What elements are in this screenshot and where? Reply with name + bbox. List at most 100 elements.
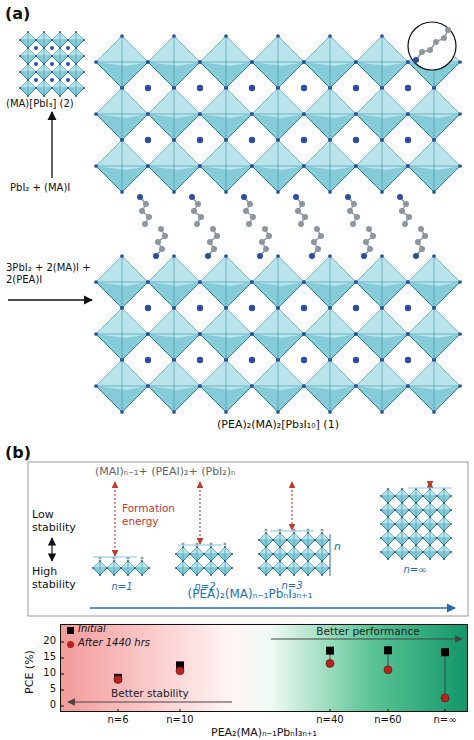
octahedron xyxy=(436,488,452,504)
octahedron xyxy=(67,31,85,49)
octahedron xyxy=(422,544,438,560)
atom xyxy=(137,194,143,200)
iodide-atom xyxy=(380,86,384,90)
iodide-atom xyxy=(321,546,323,548)
panel-text: n=1 xyxy=(111,581,132,593)
octahedron-edge xyxy=(356,114,408,115)
iodide-atom xyxy=(67,71,69,73)
iodide-atom xyxy=(302,332,306,336)
atom xyxy=(299,201,305,207)
iodide-atom xyxy=(217,553,219,555)
octahedron-edge xyxy=(52,40,68,41)
reaction-arrow xyxy=(8,299,92,300)
octahedron xyxy=(51,31,69,49)
iodide-atom xyxy=(300,567,302,569)
octahedron-face xyxy=(20,64,36,80)
atom xyxy=(353,137,359,143)
atom xyxy=(366,226,372,232)
atom xyxy=(301,305,307,311)
iodide-atom xyxy=(328,86,332,90)
octahedron-edge xyxy=(200,166,252,167)
iodide-atom xyxy=(380,190,384,194)
iodide-atom xyxy=(35,55,37,57)
inset-circle xyxy=(408,22,456,70)
iodide-atom xyxy=(406,384,410,388)
octahedron-face xyxy=(52,48,68,64)
iodide-atom xyxy=(172,306,176,310)
octahedron xyxy=(35,47,53,65)
iodide-atom xyxy=(59,95,61,97)
iodide-atom xyxy=(272,553,274,555)
octahedron-face xyxy=(315,547,329,561)
iodide-atom xyxy=(458,280,462,284)
octahedron xyxy=(189,560,205,576)
octahedron xyxy=(422,502,438,518)
iodide-atom xyxy=(196,574,198,576)
octahedron-edge xyxy=(381,552,395,553)
iodide-atom xyxy=(146,384,150,388)
iodide-atom xyxy=(203,567,205,569)
iodide-atom xyxy=(387,502,389,504)
octahedron xyxy=(406,254,462,310)
iodide-atom xyxy=(328,34,332,38)
octahedron xyxy=(250,306,306,362)
octahedron xyxy=(175,546,191,562)
octahedron-face xyxy=(409,531,423,545)
iodide-atom xyxy=(286,553,288,555)
octahedron-face xyxy=(437,517,451,531)
octahedron-edge xyxy=(409,552,423,553)
atom xyxy=(34,46,38,50)
iodide-atom xyxy=(198,280,202,284)
octahedron-face xyxy=(121,561,135,575)
octahedron xyxy=(258,532,274,548)
iodide-atom xyxy=(272,553,274,555)
iodide-atom xyxy=(172,138,176,142)
trend-arrow xyxy=(68,701,232,702)
iodide-atom xyxy=(217,567,219,569)
atom xyxy=(301,137,307,143)
octahedron-edge xyxy=(304,282,356,283)
octahedron-edge xyxy=(381,496,395,497)
label: (MA)[PbI₃] (2) xyxy=(6,98,74,110)
iodide-atom xyxy=(401,530,403,532)
atom xyxy=(246,221,252,227)
iodide-atom xyxy=(415,544,417,546)
iodide-atom xyxy=(250,332,254,336)
octahedron xyxy=(35,31,53,49)
atom xyxy=(309,253,315,259)
atom xyxy=(405,85,411,91)
reaction-arrow xyxy=(51,112,52,178)
octahedron-edge xyxy=(408,114,460,115)
octahedron-edge xyxy=(93,568,107,569)
panel-text: n=∞ xyxy=(403,564,426,576)
atom xyxy=(241,194,247,200)
octahedron xyxy=(422,516,438,532)
iodide-atom xyxy=(198,164,202,168)
iodide-atom xyxy=(35,71,37,73)
iodide-atom xyxy=(59,47,61,49)
iodide-atom xyxy=(354,112,358,116)
octahedron-face xyxy=(36,32,52,48)
iodide-atom xyxy=(422,523,424,525)
octahedron xyxy=(302,138,358,194)
bracket xyxy=(330,534,331,576)
atom xyxy=(249,85,255,91)
iodide-atom xyxy=(406,280,410,284)
iodide-atom xyxy=(387,544,389,546)
iodide-atom xyxy=(328,306,332,310)
octahedron xyxy=(19,63,37,81)
octahedron-edge xyxy=(259,540,273,541)
octahedron xyxy=(406,138,462,194)
iodide-atom xyxy=(408,537,410,539)
iodide-atom xyxy=(286,539,288,541)
trend-label: Better performance xyxy=(316,625,419,638)
iodide-atom xyxy=(354,112,358,116)
iodide-atom xyxy=(113,574,115,576)
atom xyxy=(34,62,38,66)
tick-label: n=∞ xyxy=(433,714,456,726)
iodide-atom xyxy=(67,39,69,41)
iodide-atom xyxy=(120,86,124,90)
iodide-atom xyxy=(401,544,403,546)
iodide-atom xyxy=(314,553,316,555)
iodide-atom xyxy=(265,560,267,562)
